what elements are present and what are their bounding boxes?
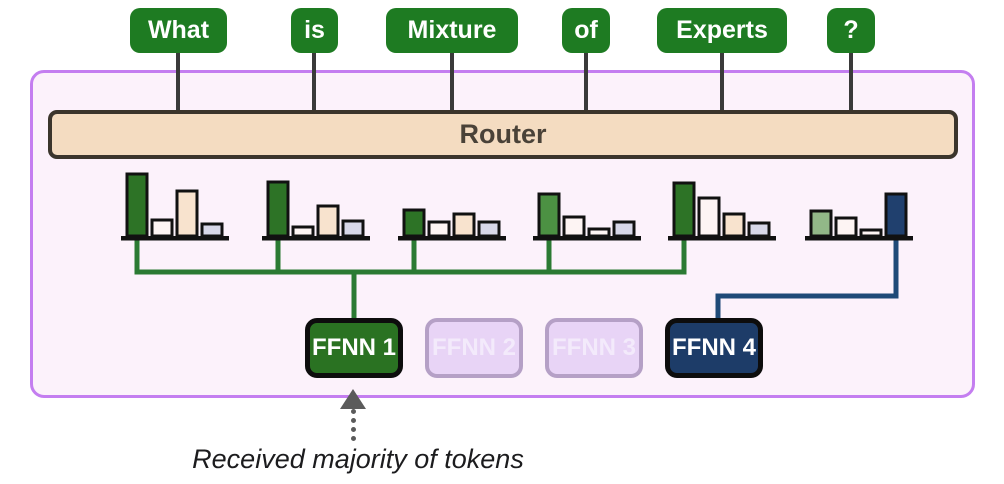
token-connector-line bbox=[849, 50, 853, 114]
callout-arrow-dotted-stem bbox=[351, 409, 356, 441]
token-of: of bbox=[562, 8, 610, 53]
token-what: What bbox=[130, 8, 227, 53]
token-is: is bbox=[291, 8, 338, 53]
expert-ffnn-2: FFNN 2 bbox=[425, 318, 523, 378]
token-experts: Experts bbox=[657, 8, 787, 53]
caption-received-majority: Received majority of tokens bbox=[192, 444, 524, 474]
callout-arrow-up-icon bbox=[340, 389, 366, 409]
token-mixture: Mixture bbox=[386, 8, 518, 53]
token-connector-line bbox=[450, 50, 454, 114]
token-question-mark: ? bbox=[827, 8, 875, 53]
expert-ffnn-1: FFNN 1 bbox=[305, 318, 403, 378]
expert-ffnn-4: FFNN 4 bbox=[665, 318, 763, 378]
router-box: Router bbox=[48, 110, 958, 159]
token-connector-line bbox=[312, 50, 316, 114]
token-connector-line bbox=[720, 50, 724, 114]
token-connector-line bbox=[176, 50, 180, 114]
expert-ffnn-3: FFNN 3 bbox=[545, 318, 643, 378]
token-connector-line bbox=[584, 50, 588, 114]
